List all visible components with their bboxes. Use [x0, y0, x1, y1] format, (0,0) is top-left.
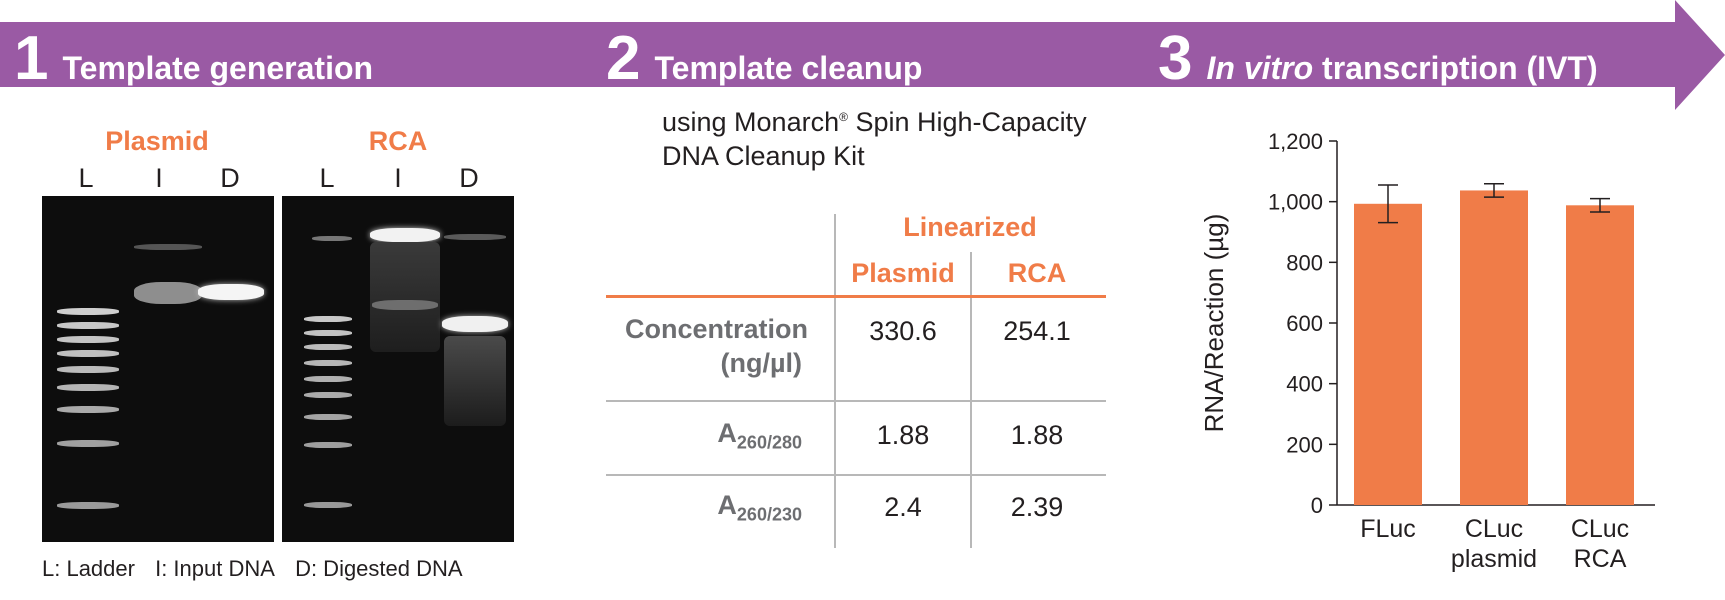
step-1-header: 1 Template generation	[14, 28, 373, 90]
y-tick-label: 200	[1286, 432, 1323, 457]
rca-gel-image	[282, 196, 514, 542]
table-row-label: A260/230	[580, 490, 802, 525]
step-3-header: 3 In vitro transcription (IVT)	[1158, 28, 1598, 90]
step-2-title: Template cleanup	[654, 50, 923, 86]
table-row-rule	[606, 400, 1106, 402]
table-row-label-sub: 260/280	[736, 432, 802, 453]
plasmid-lane-label: L	[78, 163, 94, 193]
step-3-title-italic: In vitro	[1206, 50, 1314, 86]
step-1-number: 1	[14, 24, 49, 93]
cleanup-subtitle-line2: DNA Cleanup Kit	[662, 141, 865, 171]
table-row-label: (ng/µl)	[720, 348, 802, 378]
table-row-label: Concentration	[624, 314, 808, 344]
y-tick-label: 400	[1286, 372, 1323, 397]
gel-legend-item: D: Digested DNA	[295, 556, 463, 581]
step-banner-arrow	[0, 0, 1725, 110]
table-row-label-sub: 260/230	[736, 504, 802, 525]
plasmid-lane-label: I	[155, 163, 163, 193]
rca-gel-title: RCA	[368, 126, 428, 156]
rca-lane-label: I	[394, 163, 402, 193]
y-axis-label: RNA/Reaction (µg)	[1200, 214, 1229, 433]
plasmid-gel-title: Plasmid	[105, 126, 209, 156]
table-row-label-main: A	[717, 418, 737, 448]
x-tick-label: CLuc	[1571, 515, 1629, 543]
plasmid-gel-image	[42, 196, 274, 542]
bar	[1460, 190, 1528, 505]
cleanup-subtitle: using Monarch® Spin High-Capacity DNA Cl…	[662, 100, 1087, 173]
x-tick-label: CLuc	[1465, 515, 1523, 543]
table-cell: 2.4	[884, 492, 922, 522]
x-tick-label: plasmid	[1451, 545, 1537, 573]
y-tick-label: 1,000	[1268, 190, 1323, 215]
gel-legend-item: L: Ladder	[42, 556, 135, 581]
x-tick-label: FLuc	[1360, 515, 1416, 543]
table-cell: 1.88	[876, 420, 930, 450]
registered-mark: ®	[839, 110, 848, 124]
gel-legend-item: I: Input DNA	[155, 556, 275, 581]
table-row-rule	[606, 474, 1106, 476]
table-cell: 254.1	[1003, 316, 1071, 346]
step-3-title: In vitro transcription (IVT)	[1206, 50, 1597, 87]
step-2-header: 2 Template cleanup	[606, 28, 922, 90]
table-group-header: Linearized	[903, 212, 1037, 242]
gel-legend: L: Ladder I: Input DNA D: Digested DNA	[42, 556, 477, 582]
y-tick-label: 800	[1286, 250, 1323, 275]
bar	[1354, 203, 1422, 505]
step-3-title-rest: transcription (IVT)	[1313, 50, 1598, 86]
table-column-header: RCA	[1007, 258, 1067, 288]
rca-lane-label: D	[459, 163, 479, 193]
step-2-number: 2	[606, 24, 641, 93]
y-tick-label: 0	[1311, 493, 1323, 518]
table-header-rule	[606, 295, 1106, 298]
step-3-number: 3	[1158, 24, 1193, 93]
plasmid-lane-label: D	[220, 163, 240, 193]
cleanup-subtitle-b: Spin High-Capacity	[847, 107, 1087, 137]
cleanup-subtitle-a: using Monarch	[662, 107, 840, 137]
step-1-title: Template generation	[62, 50, 374, 86]
table-cell: 1.88	[1010, 420, 1064, 450]
y-tick-label: 1,200	[1268, 129, 1323, 154]
table-cell: 330.6	[869, 316, 937, 346]
table-cell: 2.39	[1010, 492, 1064, 522]
rca-lane-label: L	[319, 163, 335, 193]
table-row-label: A260/280	[580, 418, 802, 453]
bar	[1566, 205, 1634, 505]
table-column-header: Plasmid	[851, 258, 955, 288]
x-tick-label: RCA	[1574, 545, 1627, 573]
table-divider	[834, 214, 836, 548]
y-tick-label: 600	[1286, 311, 1323, 336]
table-row-label-main: A	[717, 490, 737, 520]
